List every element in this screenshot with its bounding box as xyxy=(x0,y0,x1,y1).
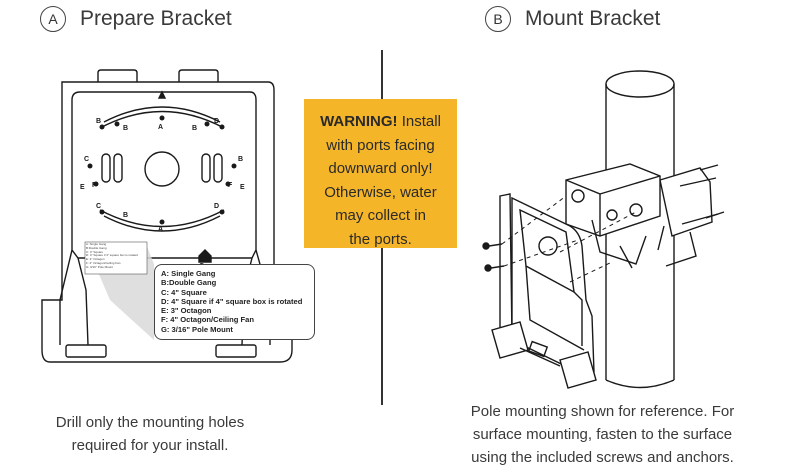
step-b-badge: B xyxy=(485,6,511,32)
warning-line-4: Otherwise, water xyxy=(324,183,437,201)
step-a-caption-line: Drill only the mounting holes xyxy=(55,414,245,431)
mini-legend-a: A: Single Gang xyxy=(86,243,107,246)
step-b-caption-line: using the included screws and anchors. xyxy=(471,449,734,466)
warning-line-3: downward only! xyxy=(328,160,433,177)
step-a-header: A Prepare Bracket xyxy=(40,6,232,32)
legend-item-pole-mount: G: 3/16" Pole Mount xyxy=(161,324,233,334)
warning-box: WARNING! Install with ports facing downw… xyxy=(304,99,457,248)
step-a-caption-line: required for your install. xyxy=(71,437,229,454)
step-b-caption-line: surface mounting, fasten to the surface xyxy=(472,426,733,443)
step-a-badge: A xyxy=(40,6,66,32)
mini-legend-e: E: 3" Octagon xyxy=(86,257,105,262)
legend-item-4in-square-rotated: D: 4" Square if 4" square box is rotated xyxy=(161,296,303,306)
step-b-caption-line: Pole mounting shown for reference. For xyxy=(470,403,735,420)
warning-strong: WARNING! xyxy=(320,113,398,130)
warning-line-1: WARNING! Install xyxy=(304,110,457,134)
mini-legend-g: G: 3/16" Pole Mount xyxy=(86,264,113,269)
step-a-caption: Drill only the mounting holes required f… xyxy=(30,411,270,457)
mini-legend-f: F: 4" Octagon/Ceiling Fan xyxy=(86,260,121,265)
hole-legend-callout: A: Single Gang B:Double Gang C: 4" Squar… xyxy=(154,264,315,340)
step-b-header: B Mount Bracket xyxy=(485,6,660,32)
warning-text-1: Install xyxy=(401,113,441,130)
warning-line-5: may collect in xyxy=(335,207,426,224)
step-b-title: Mount Bracket xyxy=(525,7,661,30)
warning-line-6: the ports. xyxy=(349,230,412,248)
legend-item-4in-octagon: F: 4" Octagon/Ceiling Fan xyxy=(161,315,255,325)
mini-legend: A: Single Gang B:Double Gang C: 4" Squar… xyxy=(86,243,146,273)
legend-item-single-gang: A: Single Gang xyxy=(161,269,216,278)
step-b-caption: Pole mounting shown for reference. For s… xyxy=(430,400,775,469)
mini-legend-d: D: 4" Square if 4" square box is rotated xyxy=(86,253,138,258)
legend-item-double-gang: B:Double Gang xyxy=(161,278,217,288)
step-a-title: Prepare Bracket xyxy=(80,7,232,30)
warning-line-2: with ports facing xyxy=(326,136,435,154)
pole-mount-drawing xyxy=(482,70,725,389)
legend-item-4in-square: C: 4" Square xyxy=(161,287,207,297)
legend-item-3in-octagon: E: 3" Octagon xyxy=(161,306,212,316)
mini-label xyxy=(84,241,148,275)
mini-legend-b: B:Double Gang xyxy=(86,245,107,250)
mini-legend-c: C: 4" Square xyxy=(86,249,104,254)
